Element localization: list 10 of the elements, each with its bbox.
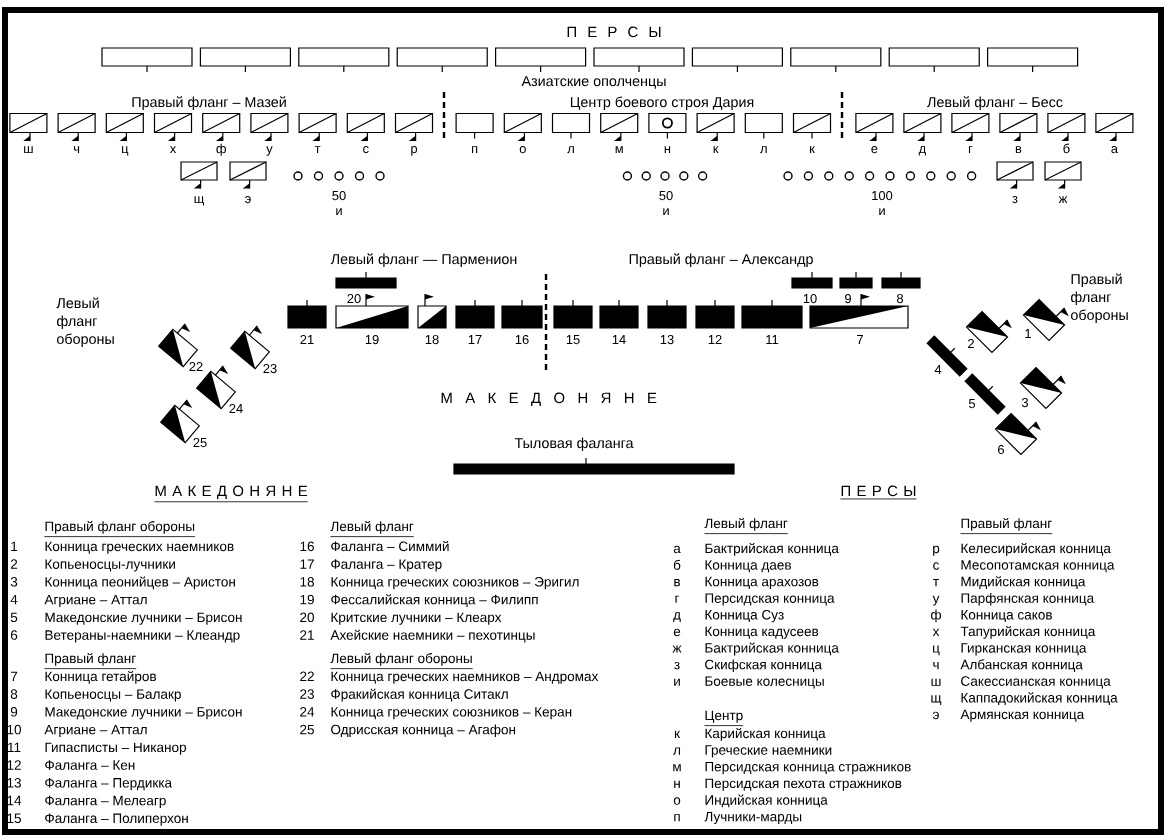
unit-box bbox=[298, 47, 390, 73]
unit-box bbox=[691, 47, 783, 73]
unit-box bbox=[495, 47, 587, 73]
unit-box bbox=[101, 47, 193, 73]
unit-box bbox=[888, 47, 980, 73]
unit-box bbox=[790, 47, 882, 73]
unit-box bbox=[593, 47, 685, 73]
unit-box bbox=[987, 47, 1079, 73]
unit-box bbox=[396, 47, 488, 73]
unit-box bbox=[199, 47, 291, 73]
